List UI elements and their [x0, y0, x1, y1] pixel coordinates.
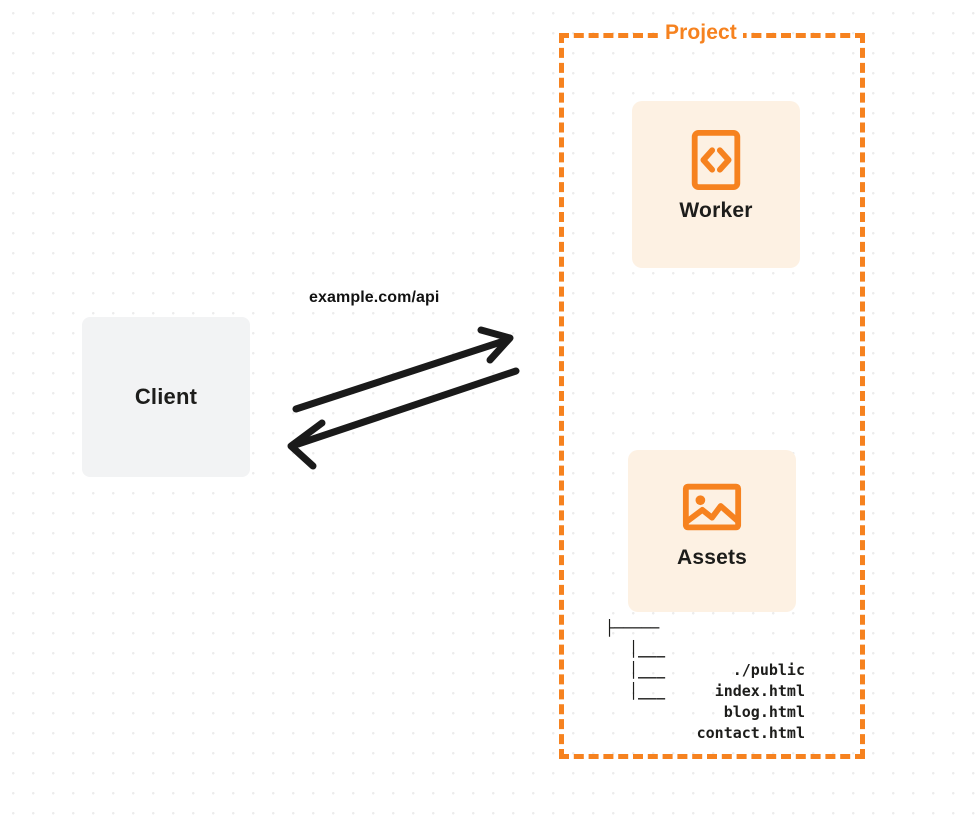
- code-brackets-icon: [691, 129, 741, 191]
- tree-item-label: contact.html: [696, 724, 805, 742]
- image-icon: [682, 483, 742, 531]
- tree-row: │___ index.html: [605, 639, 805, 700]
- tree-item-label: blog.html: [723, 703, 805, 721]
- response-arrow: [287, 367, 520, 470]
- worker-label: Worker: [679, 199, 753, 222]
- tree-item-label: ./public: [732, 661, 805, 679]
- asset-file-tree: ├───── ./public │___ index.html │___ blo…: [605, 618, 805, 742]
- tree-row: │___ contact.html: [605, 681, 805, 742]
- request-arrow: [292, 326, 514, 413]
- edge-label-url: example.com/api: [309, 289, 440, 306]
- tree-branch-glyph: ├─────: [605, 619, 660, 637]
- tree-branch-glyph: │___: [629, 640, 666, 658]
- tree-branch-glyph: │___: [629, 682, 666, 700]
- tree-row: │___ blog.html: [605, 660, 805, 721]
- tree-row: ├───── ./public: [605, 618, 805, 679]
- assets-label: Assets: [676, 546, 748, 569]
- worker-node[interactable]: Worker: [632, 101, 800, 268]
- tree-item-label: index.html: [714, 682, 805, 700]
- tree-branch-glyph: │___: [629, 661, 666, 679]
- client-node[interactable]: Client: [82, 317, 250, 477]
- assets-node[interactable]: Assets: [628, 450, 796, 612]
- project-label: Project: [659, 20, 743, 46]
- client-label: Client: [134, 384, 198, 409]
